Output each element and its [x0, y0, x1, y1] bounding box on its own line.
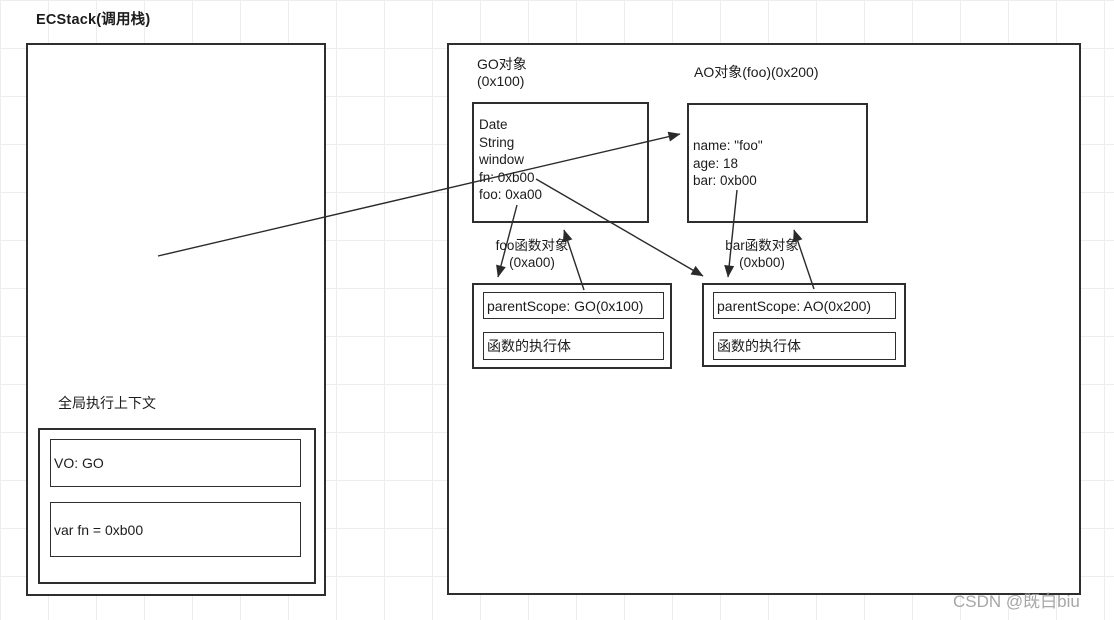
foo-parent-scope-box: parentScope: GO(0x100): [483, 292, 664, 319]
foo-function-label: foo函数对象 (0xa00): [462, 238, 602, 271]
go-object-box: Date String window fn: 0xb00 foo: 0xa00: [472, 102, 649, 223]
ecstack-title: ECStack(调用栈): [36, 12, 151, 28]
go-entry: window: [479, 152, 525, 168]
global-context-label: 全局执行上下文: [58, 395, 156, 411]
ao-entry: bar: 0xb00: [693, 173, 757, 189]
foo-function-label-line2: (0xa00): [509, 254, 555, 270]
vo-go-box: VO: GO: [50, 439, 301, 487]
bar-function-box: parentScope: AO(0x200) 函数的执行体: [702, 283, 906, 367]
bar-function-label-line1: bar函数对象: [725, 238, 799, 253]
foo-function-box: parentScope: GO(0x100) 函数的执行体: [472, 283, 672, 369]
go-object-label-line1: GO对象: [477, 56, 527, 72]
go-entry: Date: [479, 117, 508, 132]
var-fn-box: var fn = 0xb00: [50, 502, 301, 557]
foo-function-label-line1: foo函数对象: [495, 238, 569, 253]
ao-entry: name: "foo": [693, 138, 763, 153]
go-object-label: GO对象 (0x100): [477, 56, 527, 90]
watermark: CSDN @既白biu: [953, 592, 1080, 611]
go-entry: foo: 0xa00: [479, 187, 543, 203]
ao-entry: age: 18: [693, 155, 739, 171]
ao-object-box: name: "foo" age: 18 bar: 0xb00: [687, 103, 868, 223]
go-entry: String: [479, 134, 515, 150]
go-entry: fn: 0xb00: [479, 169, 535, 185]
bar-function-label-line2: (0xb00): [739, 254, 785, 270]
foo-body-box: 函数的执行体: [483, 332, 664, 360]
bar-function-label: bar函数对象 (0xb00): [692, 238, 832, 271]
bar-body-box: 函数的执行体: [713, 332, 896, 360]
ao-object-label: AO对象(foo)(0x200): [694, 64, 819, 80]
go-object-label-line2: (0x100): [477, 73, 525, 89]
bar-parent-scope-box: parentScope: AO(0x200): [713, 292, 896, 319]
